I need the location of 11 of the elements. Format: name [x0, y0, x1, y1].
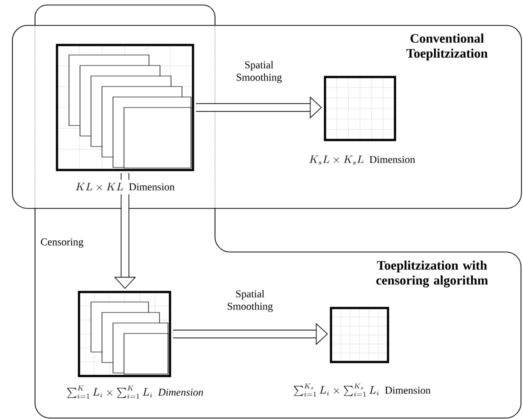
- matrix-drawing: [56, 44, 194, 172]
- edge-label: Censoring: [40, 238, 84, 248]
- edge-label: Spatial Smoothing: [236, 61, 282, 83]
- matrix-drawing: [324, 76, 396, 142]
- dimension-caption: $\sum_{i=1}^{K} L_i \times \sum_{i=1}^{K} L_i\ \ \mathit{Dimension}$: [64, 382, 206, 402]
- dimension-caption: $\sum_{i=1}^{K_s} L_i \times \sum_{i=1}^{K_s} L_i\ \ \mathrm{Dimension}$: [290, 380, 434, 400]
- matrix-drawing: [330, 306, 390, 364]
- matrix-drawing: [78, 290, 172, 378]
- edge-label: Spatial Smoothing: [228, 290, 273, 312]
- dimension-caption: $K_s L \times K_s L\ \ \mathrm{Dimension}$: [306, 152, 418, 168]
- dimension-caption: $KL \times KL\ \ \mathrm{Dimension}$: [72, 180, 178, 194]
